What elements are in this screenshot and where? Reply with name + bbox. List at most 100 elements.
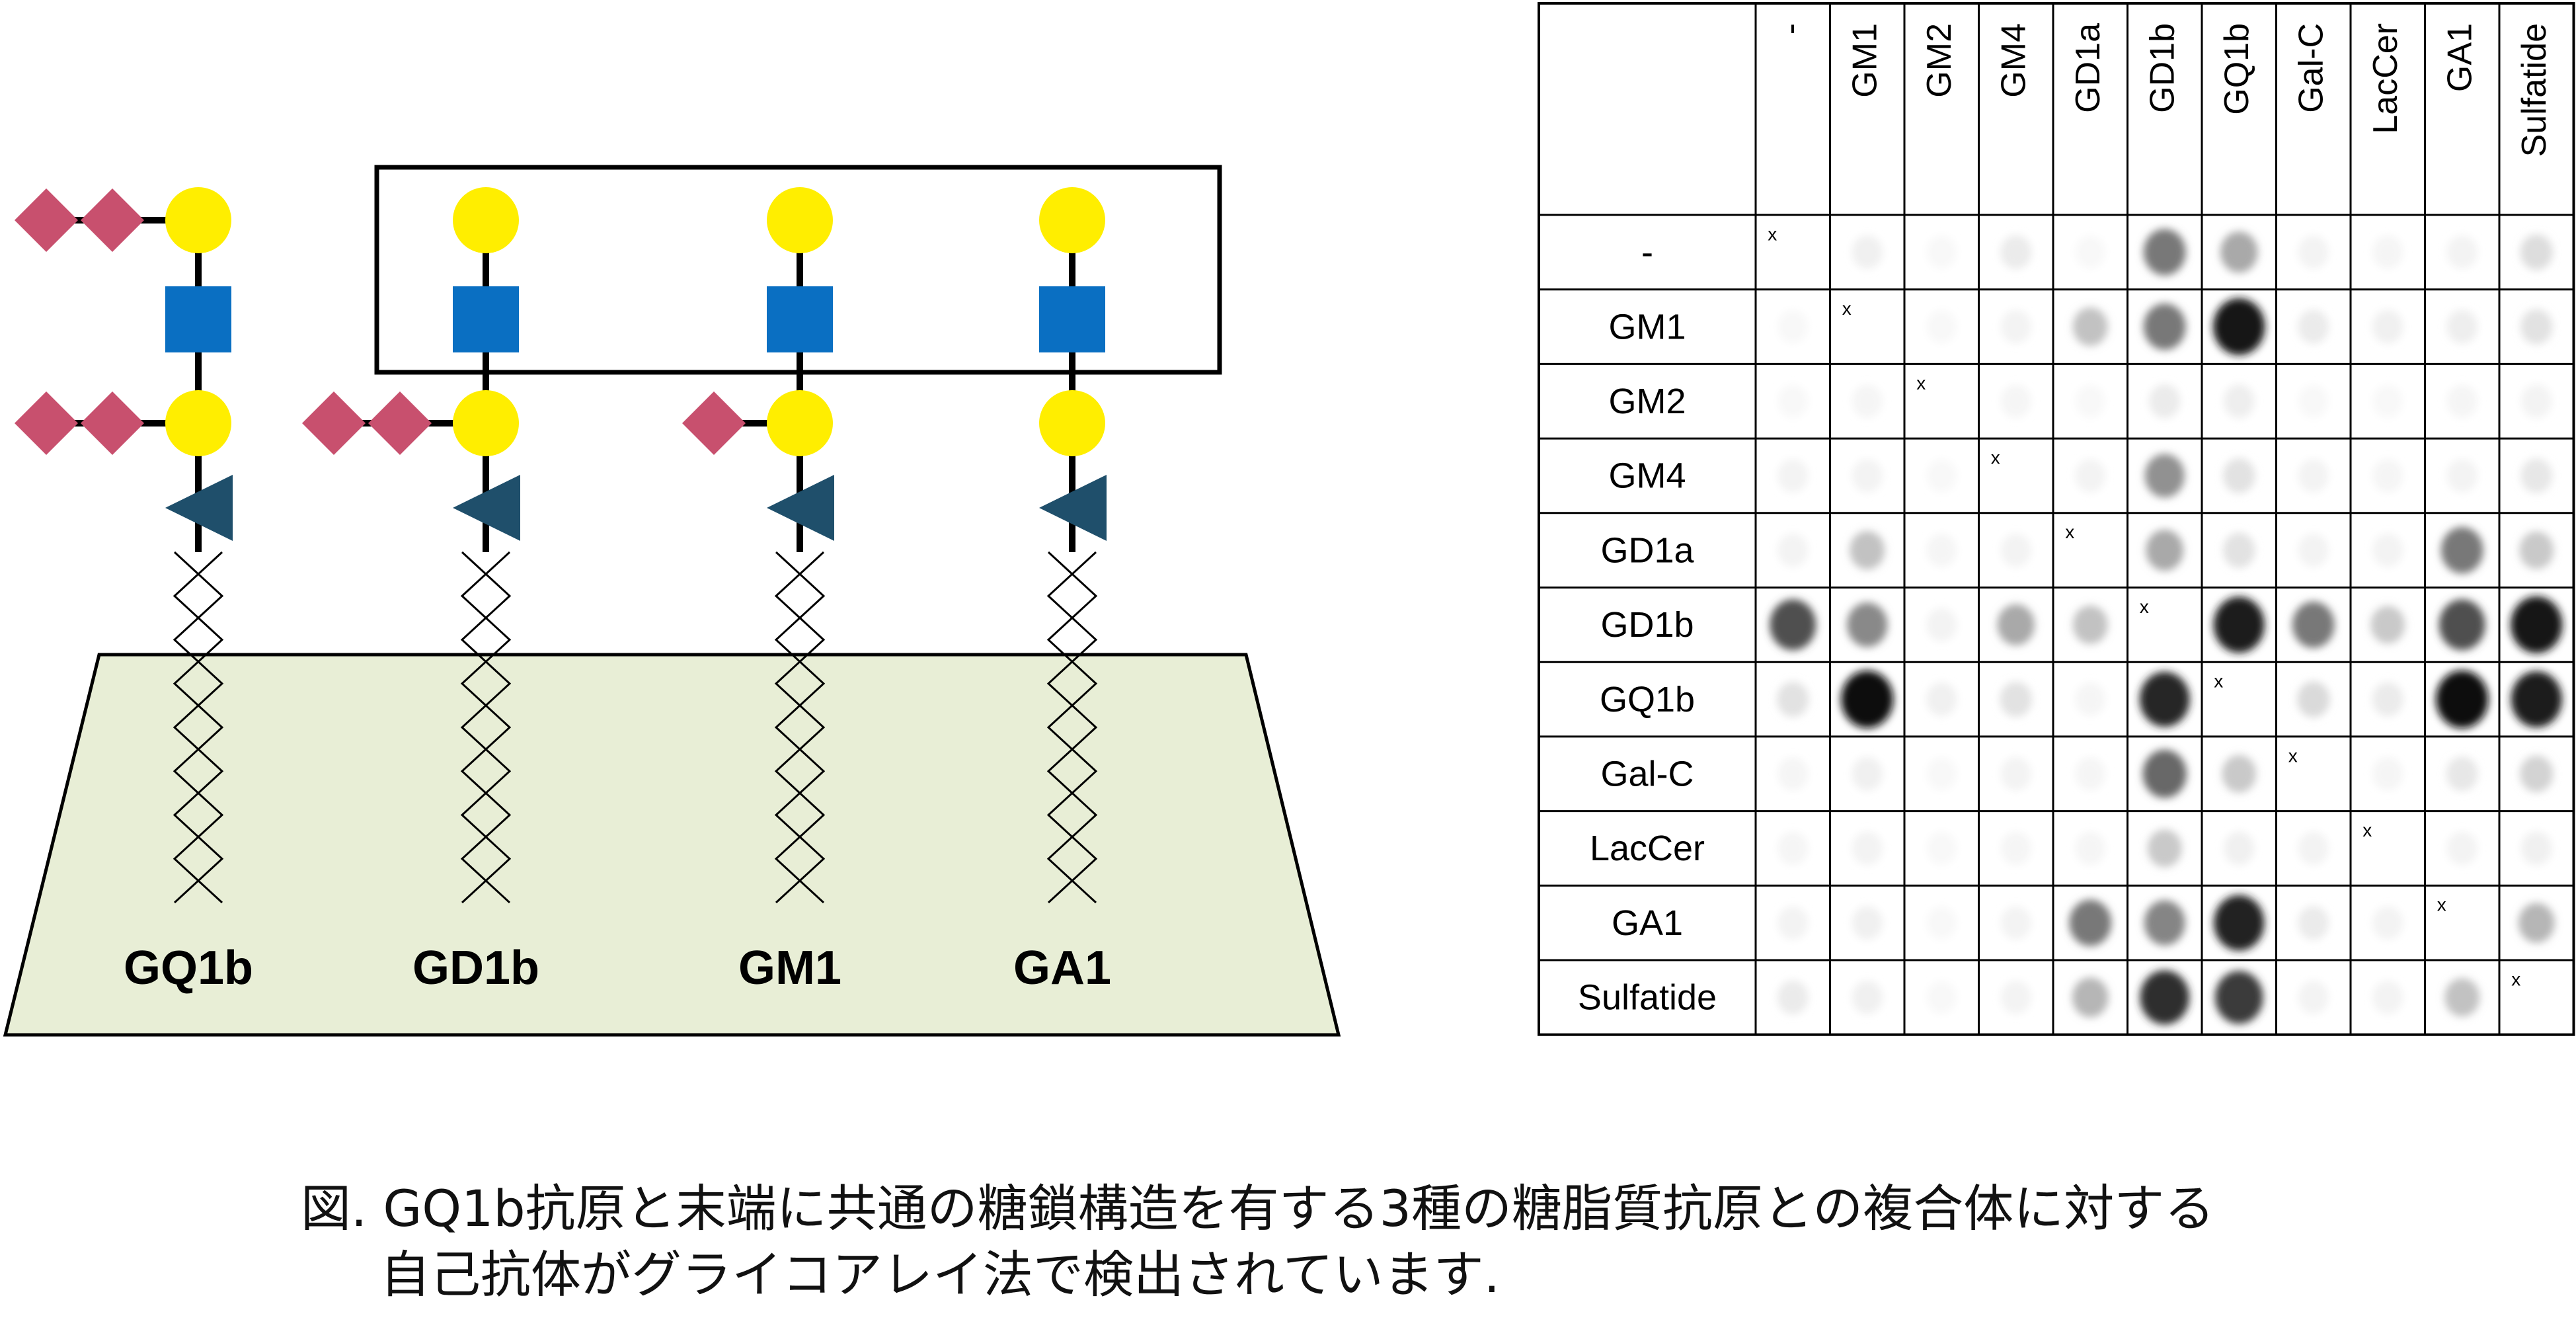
lipid-chain [1070, 551, 1098, 904]
array-spot [2372, 682, 2403, 717]
array-spot [1926, 981, 1957, 1014]
array-spot [2214, 895, 2265, 951]
array-spot [2000, 533, 2031, 567]
table-border [1538, 2, 2575, 1036]
array-spot [2214, 971, 2263, 1024]
array-spot [2000, 981, 2031, 1014]
array-spot [1777, 757, 1808, 791]
array-spot [1997, 604, 2035, 645]
array-spot [2143, 303, 2186, 350]
array-spot [2446, 756, 2478, 792]
array-spot [2439, 599, 2485, 651]
array-spot [2446, 459, 2478, 493]
array-spot [2370, 606, 2405, 644]
array-spot [1777, 310, 1808, 343]
array-spot [2447, 384, 2478, 418]
array-spot [1926, 832, 1957, 865]
column-header: - [1772, 23, 1810, 34]
array-spot [2149, 384, 2181, 419]
array-spot [2372, 906, 2403, 940]
array-spot [2446, 235, 2478, 269]
column-header: GA1 [2440, 23, 2479, 92]
membrane [3, 653, 1341, 1037]
cross-mark: x [1842, 298, 1852, 319]
diamond-icon [368, 391, 432, 455]
lipid-chain [1046, 551, 1074, 904]
molecule-label: GQ1b [124, 942, 253, 995]
cross-mark: x [2065, 522, 2074, 542]
square-icon [453, 286, 519, 352]
array-spot [2223, 458, 2255, 494]
array-spot [1777, 459, 1809, 493]
caption-line-2: 自己抗体がグライコアレイ法で検出されています. [380, 1245, 1500, 1304]
molecule-label: GA1 [1013, 942, 1111, 995]
array-spot [2213, 596, 2265, 653]
array-spot [1841, 671, 1894, 728]
array-spot [1847, 602, 1888, 647]
array-spot [2001, 384, 2031, 418]
row-header: GA1 [1612, 903, 1683, 943]
array-spot [1777, 533, 1809, 567]
array-spot [2520, 234, 2553, 270]
cross-mark: x [2140, 596, 2149, 617]
array-spot [1926, 906, 1957, 940]
array-spot [1770, 599, 1816, 651]
circle-icon [1039, 390, 1105, 456]
column-header: GD1a [2069, 23, 2107, 113]
glycolipid-ga1: GA1 [1013, 187, 1111, 995]
array-spot [2075, 384, 2105, 418]
circle-icon [165, 390, 231, 456]
array-spot [2298, 235, 2329, 269]
array-spot [1777, 980, 1809, 1015]
cross-mark: x [1916, 373, 1926, 393]
column-header: GQ1b [2218, 23, 2256, 115]
array-spot [2372, 981, 2403, 1014]
cross-mark: x [2362, 820, 2372, 840]
row-header: GQ1b [1600, 680, 1695, 719]
array-spot [2518, 903, 2555, 943]
lipid-chain [798, 551, 826, 904]
array-spot [2220, 231, 2258, 273]
cross-mark: x [2214, 671, 2223, 692]
array-spot [1777, 831, 1808, 865]
array-spot [2372, 459, 2403, 493]
array-spot [2298, 981, 2329, 1014]
cross-mark: x [1991, 447, 2000, 468]
square-icon [767, 286, 833, 352]
array-spot [1850, 531, 1885, 570]
array-spot [2372, 235, 2403, 269]
row-header: Gal-C [1600, 754, 1694, 794]
diamond-icon [302, 391, 366, 455]
array-spot [1926, 682, 1957, 716]
triangle-icon [1039, 475, 1107, 541]
array-spot [1777, 906, 1809, 940]
cross-mark: x [2511, 969, 2520, 989]
array-spot [2521, 384, 2552, 418]
array-spot [2372, 384, 2403, 418]
array-spot [2075, 682, 2105, 716]
array-spot [2520, 458, 2553, 493]
diamond-icon [682, 391, 746, 455]
array-spot [2298, 384, 2329, 418]
row-header: Sulfatide [1578, 978, 1717, 1018]
array-spot [2372, 757, 2403, 791]
array-spot [2511, 671, 2562, 727]
lipid-chain [460, 551, 488, 904]
diamond-icon [81, 188, 144, 252]
array-spot [2222, 754, 2257, 793]
diamond-icon [81, 391, 144, 455]
array-spot [1926, 459, 1957, 493]
array-spot [2000, 681, 2032, 717]
array-spot [1926, 235, 1957, 269]
lipid-chain [774, 551, 802, 904]
triangle-icon [453, 475, 520, 541]
array-spot [2213, 298, 2265, 356]
row-header: GM4 [1608, 456, 1686, 496]
array-spot [2147, 829, 2182, 868]
glycolipid-gq1b: GQ1b [15, 187, 253, 995]
circle-icon [767, 187, 833, 253]
array-spot [2519, 531, 2554, 569]
circle-icon [1039, 187, 1105, 253]
array-spot [2520, 309, 2553, 345]
